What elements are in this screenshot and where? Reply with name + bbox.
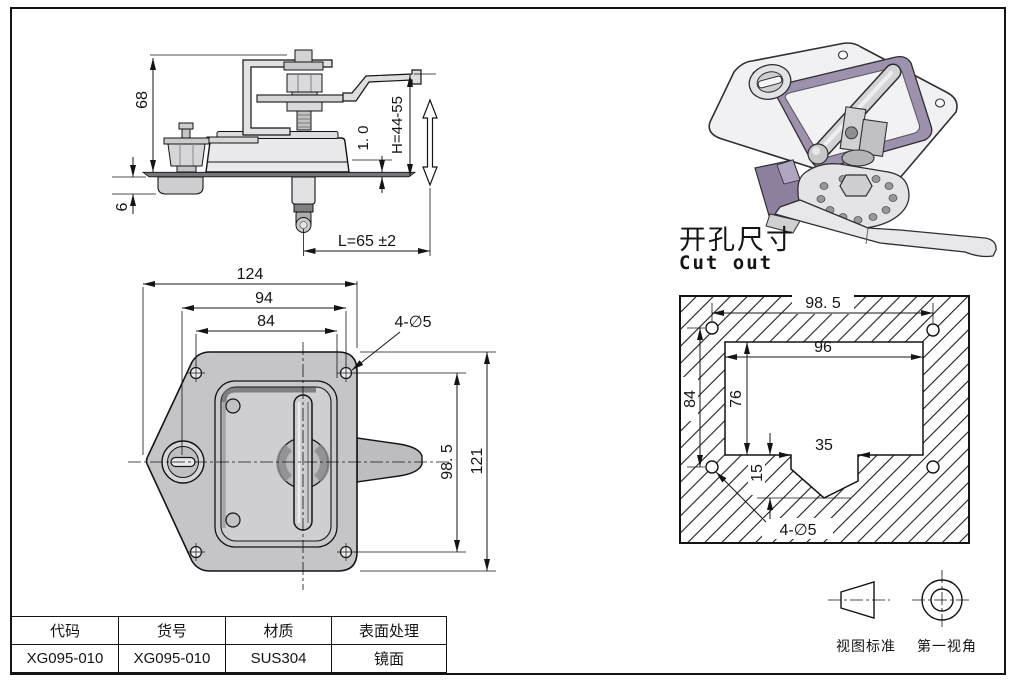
cutout-dim-opening-width-label: 96 <box>814 339 832 356</box>
dim-overall-width-label: 124 <box>237 266 264 283</box>
mounting-holes <box>187 364 355 561</box>
spec-header-material: 材质 <box>225 616 332 645</box>
dim-grip-range-label: H=44-55 <box>389 96 406 154</box>
spec-header-finish: 表面处理 <box>331 616 447 645</box>
first-angle-projection-icon <box>912 570 972 630</box>
cutout-dim-notch-width-label: 35 <box>815 437 833 454</box>
dim-overall-height-label: 121 <box>469 448 486 475</box>
cutout-dim-notch-depth-label: 15 <box>749 464 766 482</box>
screw-stack <box>283 49 324 131</box>
rivet-bottom <box>225 512 241 528</box>
spec-table-header-row: 代码 货号 材质 表面处理 <box>11 616 447 645</box>
latch-tongue <box>356 437 423 483</box>
iso-mechanism <box>754 159 997 258</box>
dim-lock-depth-label: 6 <box>114 202 131 211</box>
dim-shaft-length-label: L=65 ±2 <box>338 233 396 250</box>
latch-pin <box>291 176 316 233</box>
z-bracket <box>242 59 333 136</box>
dim-hole-spacing-v-label: 98. 5 <box>439 444 456 480</box>
iso-clevis <box>839 106 888 157</box>
iso-hex-nut <box>839 174 873 197</box>
iso-pawl <box>773 199 997 258</box>
handle-arm <box>342 69 422 102</box>
dim-hole-spacing-h-label: 94 <box>255 290 273 307</box>
isometric-view <box>708 42 997 258</box>
spec-value-item-no: XG095-010 <box>118 644 226 673</box>
side-view-dimensions: 68 6 1. 0 H=44-55 L=65 ±2 <box>112 54 438 256</box>
front-view-body <box>128 342 452 590</box>
cutout-title-cn: 开孔尺寸 <box>679 225 795 255</box>
spec-header-item-no: 货号 <box>118 616 226 645</box>
adjustment-range-arrow <box>422 98 438 187</box>
side-view-body <box>141 49 422 233</box>
front-view-dimensions: 124 94 84 4-∅5 98. 5 121 <box>142 266 496 572</box>
dim-panel-thickness-label: 1. 0 <box>355 125 372 150</box>
dim-pan-width-label: 84 <box>257 313 275 330</box>
spec-table-value-row: XG095-010 XG095-010 SUS304 镜面 <box>11 644 447 673</box>
first-angle-label: 第一视角 <box>917 638 977 654</box>
iso-lock <box>748 64 792 100</box>
cutout-view: 98. 5 84 76 96 35 15 4-∅5 <box>679 295 970 544</box>
dim-height-label: 68 <box>134 91 151 109</box>
cutout-dimensions: 98. 5 84 76 96 35 15 4-∅5 <box>682 295 934 539</box>
spec-value-material: SUS304 <box>225 644 332 673</box>
view-standard-label: 视图标准 <box>836 638 896 654</box>
spec-value-finish: 镜面 <box>331 644 447 673</box>
cutout-dim-opening-height-label: 76 <box>728 390 745 408</box>
cutout-holes <box>705 321 940 474</box>
spec-header-code: 代码 <box>11 616 119 645</box>
spec-value-code: XG095-010 <box>11 644 119 673</box>
rivet-top <box>225 398 241 414</box>
iso-plate <box>708 42 958 191</box>
sheet-border <box>10 7 1006 675</box>
cutout-dim-hole-spacing-h-label: 98. 5 <box>805 295 841 312</box>
side-view: 68 6 1. 0 H=44-55 L=65 ±2 <box>112 49 438 256</box>
dim-holes-note-label: 4-∅5 <box>394 314 431 331</box>
front-view: 124 94 84 4-∅5 98. 5 121 <box>128 266 496 590</box>
lock-cylinder-side <box>157 122 210 195</box>
cutout-dim-hole-spacing-v-label: 84 <box>682 390 699 408</box>
cutout-title-en: Cut out <box>679 252 774 274</box>
projection-symbols <box>828 570 972 630</box>
cutout-dim-holes-note-label: 4-∅5 <box>779 522 816 539</box>
spec-table: 代码 货号 材质 表面处理 XG095-010 XG095-010 SUS304… <box>11 616 447 673</box>
